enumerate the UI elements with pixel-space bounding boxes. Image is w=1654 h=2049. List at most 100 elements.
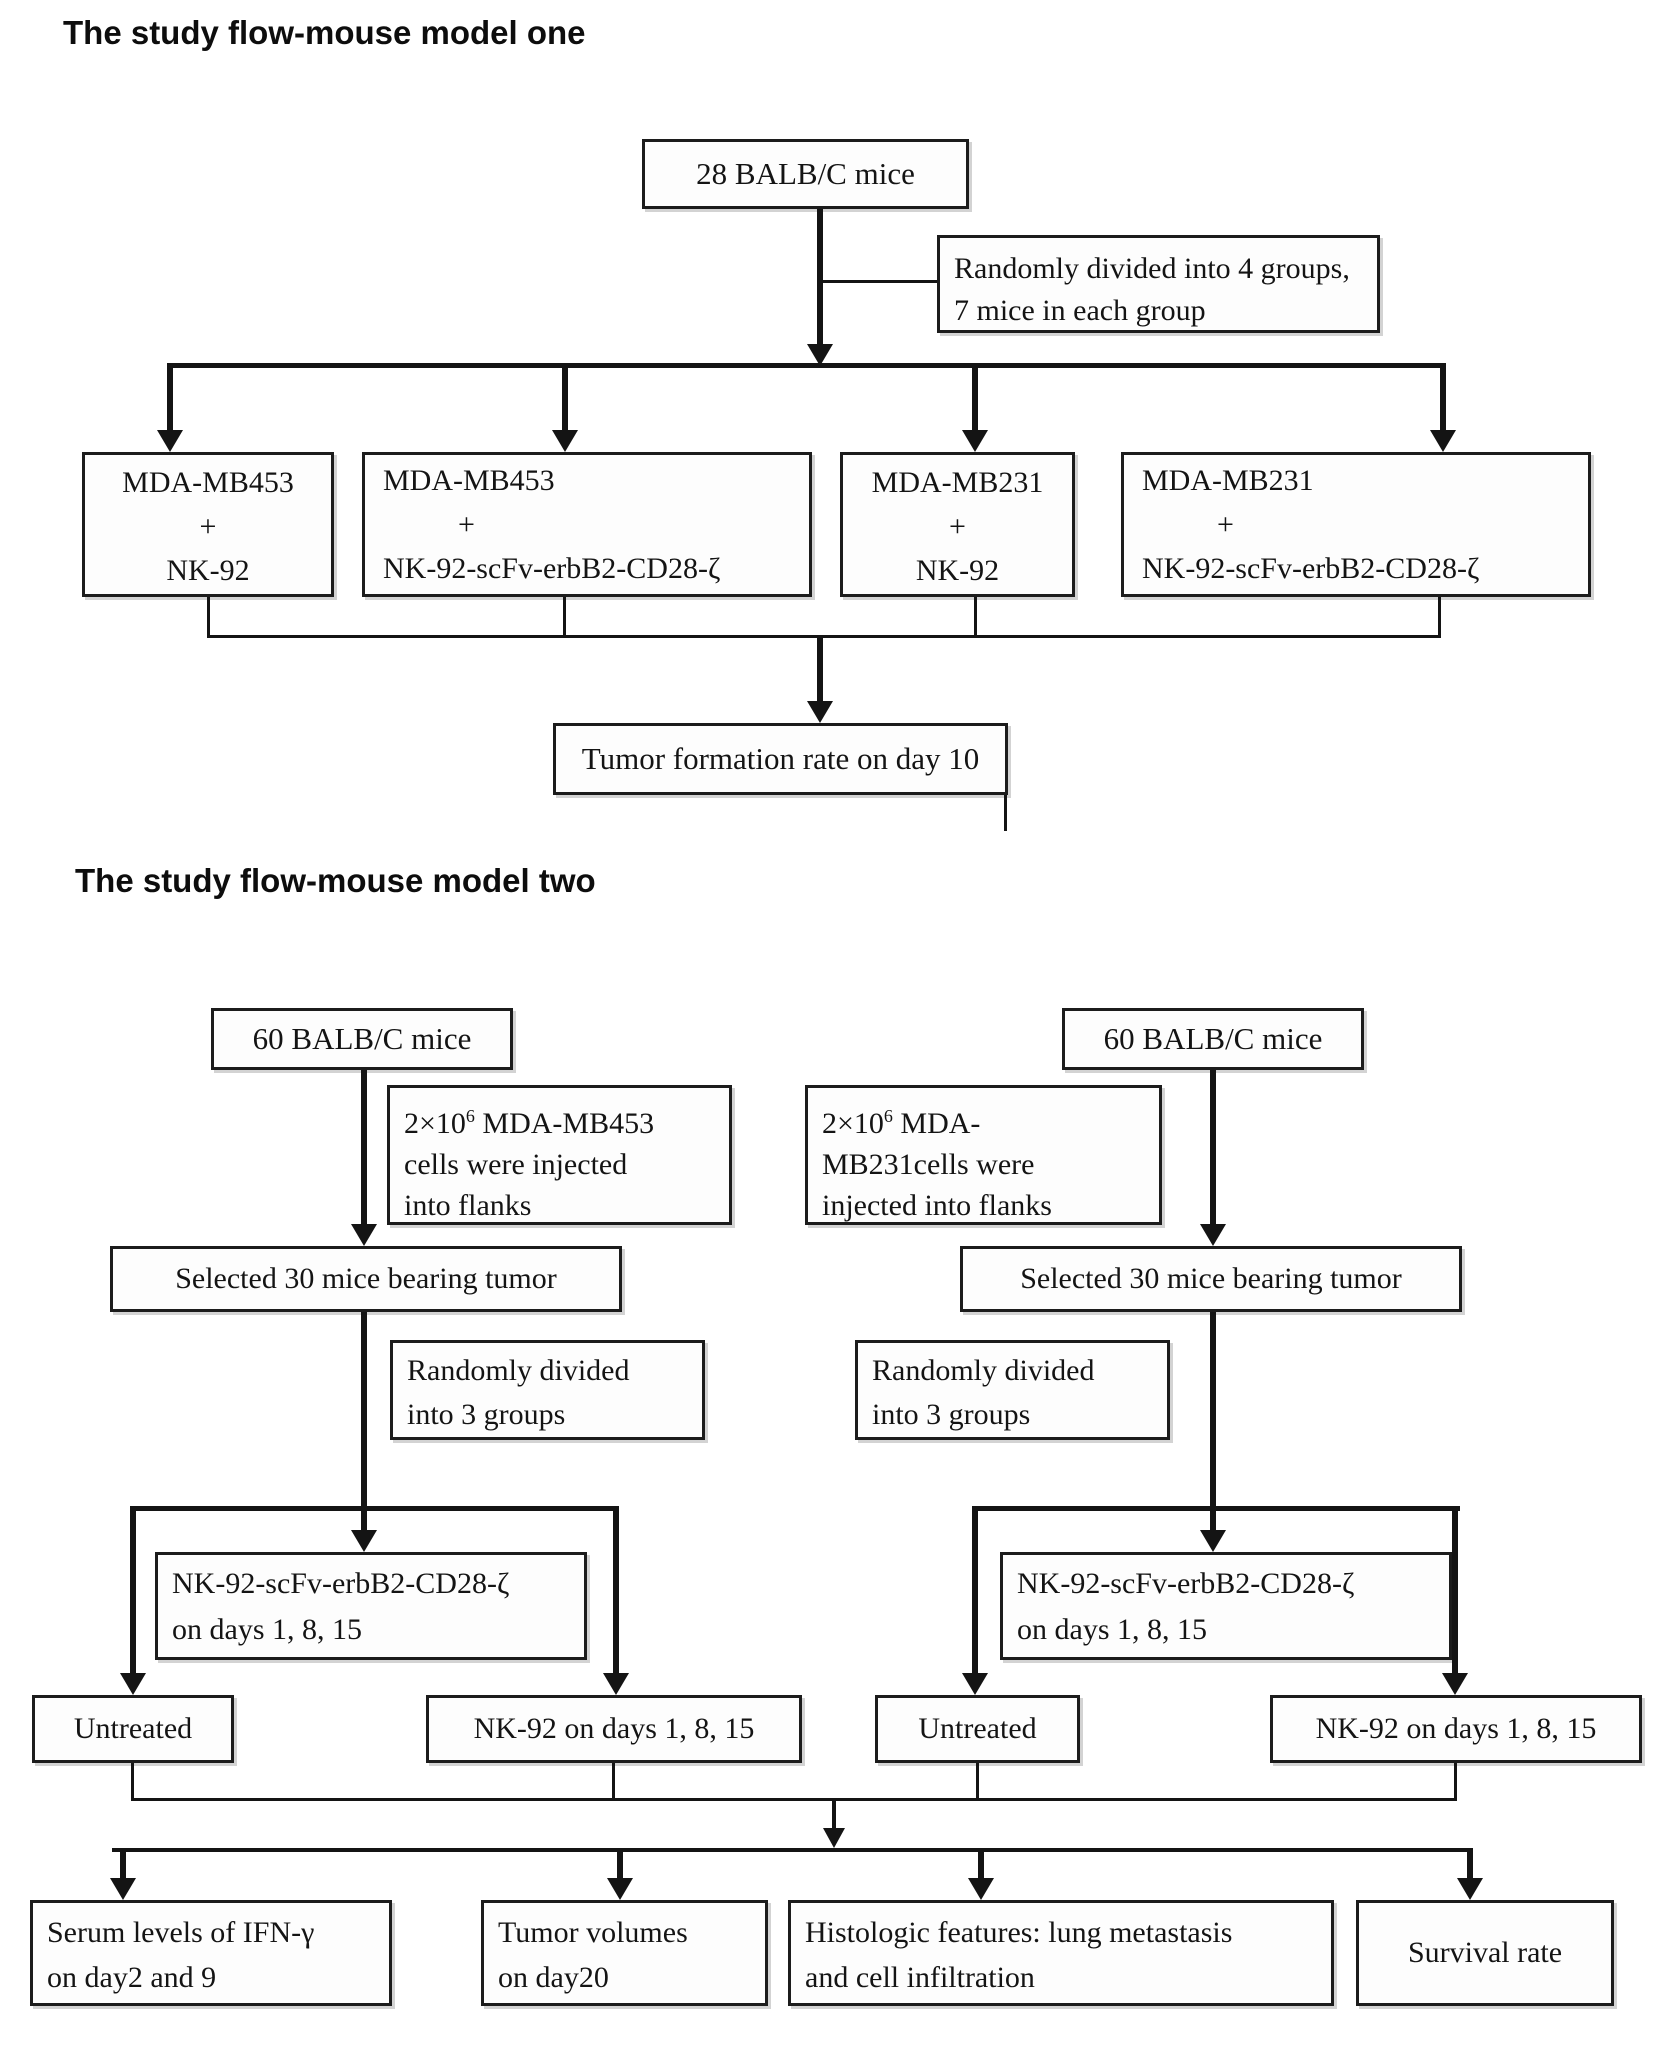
injection-mb453-exponent: 6: [465, 1106, 475, 1126]
injection-mb231-cellline: MDA-: [892, 1107, 981, 1140]
box-serum-ifn: Serum levels of IFN-γ on day2 and 9: [30, 1900, 392, 2006]
serum-ifn-line2: on day2 and 9: [47, 1961, 217, 1994]
tumor-volumes-line1: Tumor volumes: [498, 1916, 688, 1949]
group3-plus: +: [949, 509, 966, 543]
left-branch-line: [130, 1506, 619, 1511]
connector-mice-to-branch: [817, 209, 823, 346]
outcome-arrow-head-histologic: [968, 1878, 994, 1900]
60-balbc-mice-left-label: 60 BALB/C mice: [252, 1021, 472, 1056]
branch-line-model-one: [167, 363, 1446, 368]
group2-line3: NK-92-scFv-erbB2-CD28-ζ: [383, 552, 721, 585]
left-nk92-arrow-head: [603, 1673, 629, 1695]
box-60-balbc-mice-left: 60 BALB/C mice: [211, 1008, 513, 1070]
right-flow-line-1: [1210, 1070, 1216, 1228]
outcome-arrow-line-survival: [1467, 1851, 1473, 1880]
left-flow-line-1: [361, 1070, 367, 1228]
survival-rate-label: Survival rate: [1407, 1936, 1563, 1969]
group1-line1: MDA-MB453: [122, 465, 294, 499]
injection-mb453-cellline: MDA-MB453: [474, 1107, 655, 1140]
box-group-mb453-nk92: MDA-MB453 + NK-92: [82, 452, 334, 597]
right-branch-line: [972, 1506, 1460, 1511]
injection-mb453-line2: cells were injected: [404, 1148, 628, 1181]
box-60-balbc-mice-right: 60 BALB/C mice: [1062, 1008, 1364, 1070]
randomized-3-right-line1: Randomly divided: [872, 1354, 1095, 1387]
injection-mb453-line1: 2×106 MDA-MB453: [404, 1096, 715, 1144]
outcome-arrow-head-serum: [110, 1878, 136, 1900]
right-flow-arrow-1: [1200, 1224, 1226, 1246]
box-group-mb231-nk92-scfv: MDA-MB231 + NK-92-scFv-erbB2-CD28-ζ: [1121, 452, 1591, 597]
box-survival-rate: Survival rate: [1356, 1900, 1614, 2006]
histologic-line2: and cell infiltration: [805, 1961, 1035, 1994]
left-untreated-stub: [131, 1763, 134, 1800]
box-selected-30-mice-left: Selected 30 mice bearing tumor: [110, 1246, 622, 1312]
right-nk92-arrow-head: [1442, 1673, 1468, 1695]
left-nk92-stub: [612, 1763, 615, 1800]
serum-ifn-line1: Serum levels of IFN-γ: [47, 1916, 315, 1949]
branch-arrow-head-1: [157, 430, 183, 452]
injection-mb231-line2: MB231cells were: [822, 1148, 1035, 1181]
model-two-title: The study flow-mouse model two: [75, 862, 596, 899]
right-nk92-arrow-line: [1452, 1509, 1458, 1673]
left-treatment-arrow-head: [351, 1530, 377, 1552]
right-treatment-arrow-line: [1210, 1509, 1216, 1532]
group2-line1: MDA-MB453: [383, 464, 555, 497]
randomized-3-left-line2: into 3 groups: [407, 1398, 566, 1431]
group2-plus: +: [458, 508, 475, 541]
merge-stub-1: [207, 597, 210, 637]
box-randomized-4-groups: Randomly divided into 4 groups, 7 mice i…: [937, 235, 1380, 333]
box-treatment-scfv-left: NK-92-scFv-erbB2-CD28-ζ on days 1, 8, 15: [155, 1552, 587, 1660]
box-tumor-formation-rate: Tumor formation rate on day 10: [553, 723, 1008, 795]
outcome-arrow-line-volumes: [617, 1851, 623, 1880]
outcome-arrow-line-serum: [120, 1851, 126, 1880]
branch-arrow-head-3: [962, 430, 988, 452]
injection-mb453-base: 2×10: [404, 1107, 466, 1140]
selected-30-mice-right-label: Selected 30 mice bearing tumor: [1020, 1262, 1402, 1295]
randomized-4-groups-line2: 7 mice in each group: [954, 294, 1206, 327]
left-treatment-arrow-line: [361, 1509, 367, 1532]
box-selected-30-mice-right: Selected 30 mice bearing tumor: [960, 1246, 1462, 1312]
arrow-down-mice-to-branch: [807, 344, 833, 366]
merge-stub-3: [974, 597, 977, 637]
artifact-stub-outcome: [1004, 795, 1007, 831]
untreated-left-label: Untreated: [73, 1712, 193, 1745]
box-treatment-scfv-right: NK-92-scFv-erbB2-CD28-ζ on days 1, 8, 15: [1000, 1552, 1452, 1660]
left-nk92-arrow-line: [613, 1509, 619, 1673]
box-tumor-volumes: Tumor volumes on day20: [481, 1900, 768, 2006]
central-merge-arrow-head: [823, 1828, 845, 1848]
tumor-formation-rate-label: Tumor formation rate on day 10: [581, 741, 980, 776]
right-untreated-arrow-line: [972, 1509, 978, 1673]
branch-arrow-head-2: [552, 430, 578, 452]
nk92-days-right-label: NK-92 on days 1, 8, 15: [1315, 1712, 1597, 1745]
box-nk92-days-right: NK-92 on days 1, 8, 15: [1270, 1695, 1642, 1763]
box-nk92-days-left: NK-92 on days 1, 8, 15: [426, 1695, 802, 1763]
injection-mb453-line3: into flanks: [404, 1189, 532, 1222]
box-28-balbc-mice-label: 28 BALB/C mice: [696, 156, 915, 191]
group3-line3: NK-92: [915, 553, 1000, 587]
randomized-3-right-line2: into 3 groups: [872, 1398, 1031, 1431]
box-injection-mb453: 2×106 MDA-MB453 cells were injected into…: [387, 1085, 732, 1225]
selected-30-mice-left-label: Selected 30 mice bearing tumor: [175, 1262, 557, 1295]
branch-arrow-line-3: [972, 366, 978, 434]
injection-mb231-base: 2×10: [822, 1107, 884, 1140]
right-flow-line-2: [1210, 1312, 1216, 1509]
group1-plus: +: [199, 509, 217, 543]
box-randomized-3-groups-left: Randomly divided into 3 groups: [390, 1340, 705, 1440]
randomized-4-groups-line1: Randomly divided into 4 groups,: [954, 252, 1350, 285]
arrow-line-to-outcome: [817, 637, 823, 703]
treatment-scfv-right-line2: on days 1, 8, 15: [1017, 1613, 1207, 1646]
untreated-right-label: Untreated: [918, 1712, 1037, 1745]
merge-stub-4: [1438, 597, 1441, 637]
group3-line1: MDA-MB231: [871, 465, 1044, 499]
injection-mb231-line3: injected into flanks: [822, 1189, 1052, 1222]
group4-plus: +: [1217, 508, 1234, 541]
branch-arrow-line-2: [562, 366, 568, 434]
group1-line3: NK-92: [166, 553, 250, 587]
injection-mb231-line1: 2×106 MDA-: [822, 1096, 1145, 1144]
merge-stub-2: [563, 597, 566, 637]
injection-mb231-exponent: 6: [883, 1106, 893, 1126]
branch-arrow-line-1: [167, 366, 173, 434]
right-treatment-arrow-head: [1200, 1530, 1226, 1552]
treatment-scfv-left-line1: NK-92-scFv-erbB2-CD28-ζ: [172, 1567, 510, 1600]
randomized-3-left-line1: Randomly divided: [407, 1354, 630, 1387]
